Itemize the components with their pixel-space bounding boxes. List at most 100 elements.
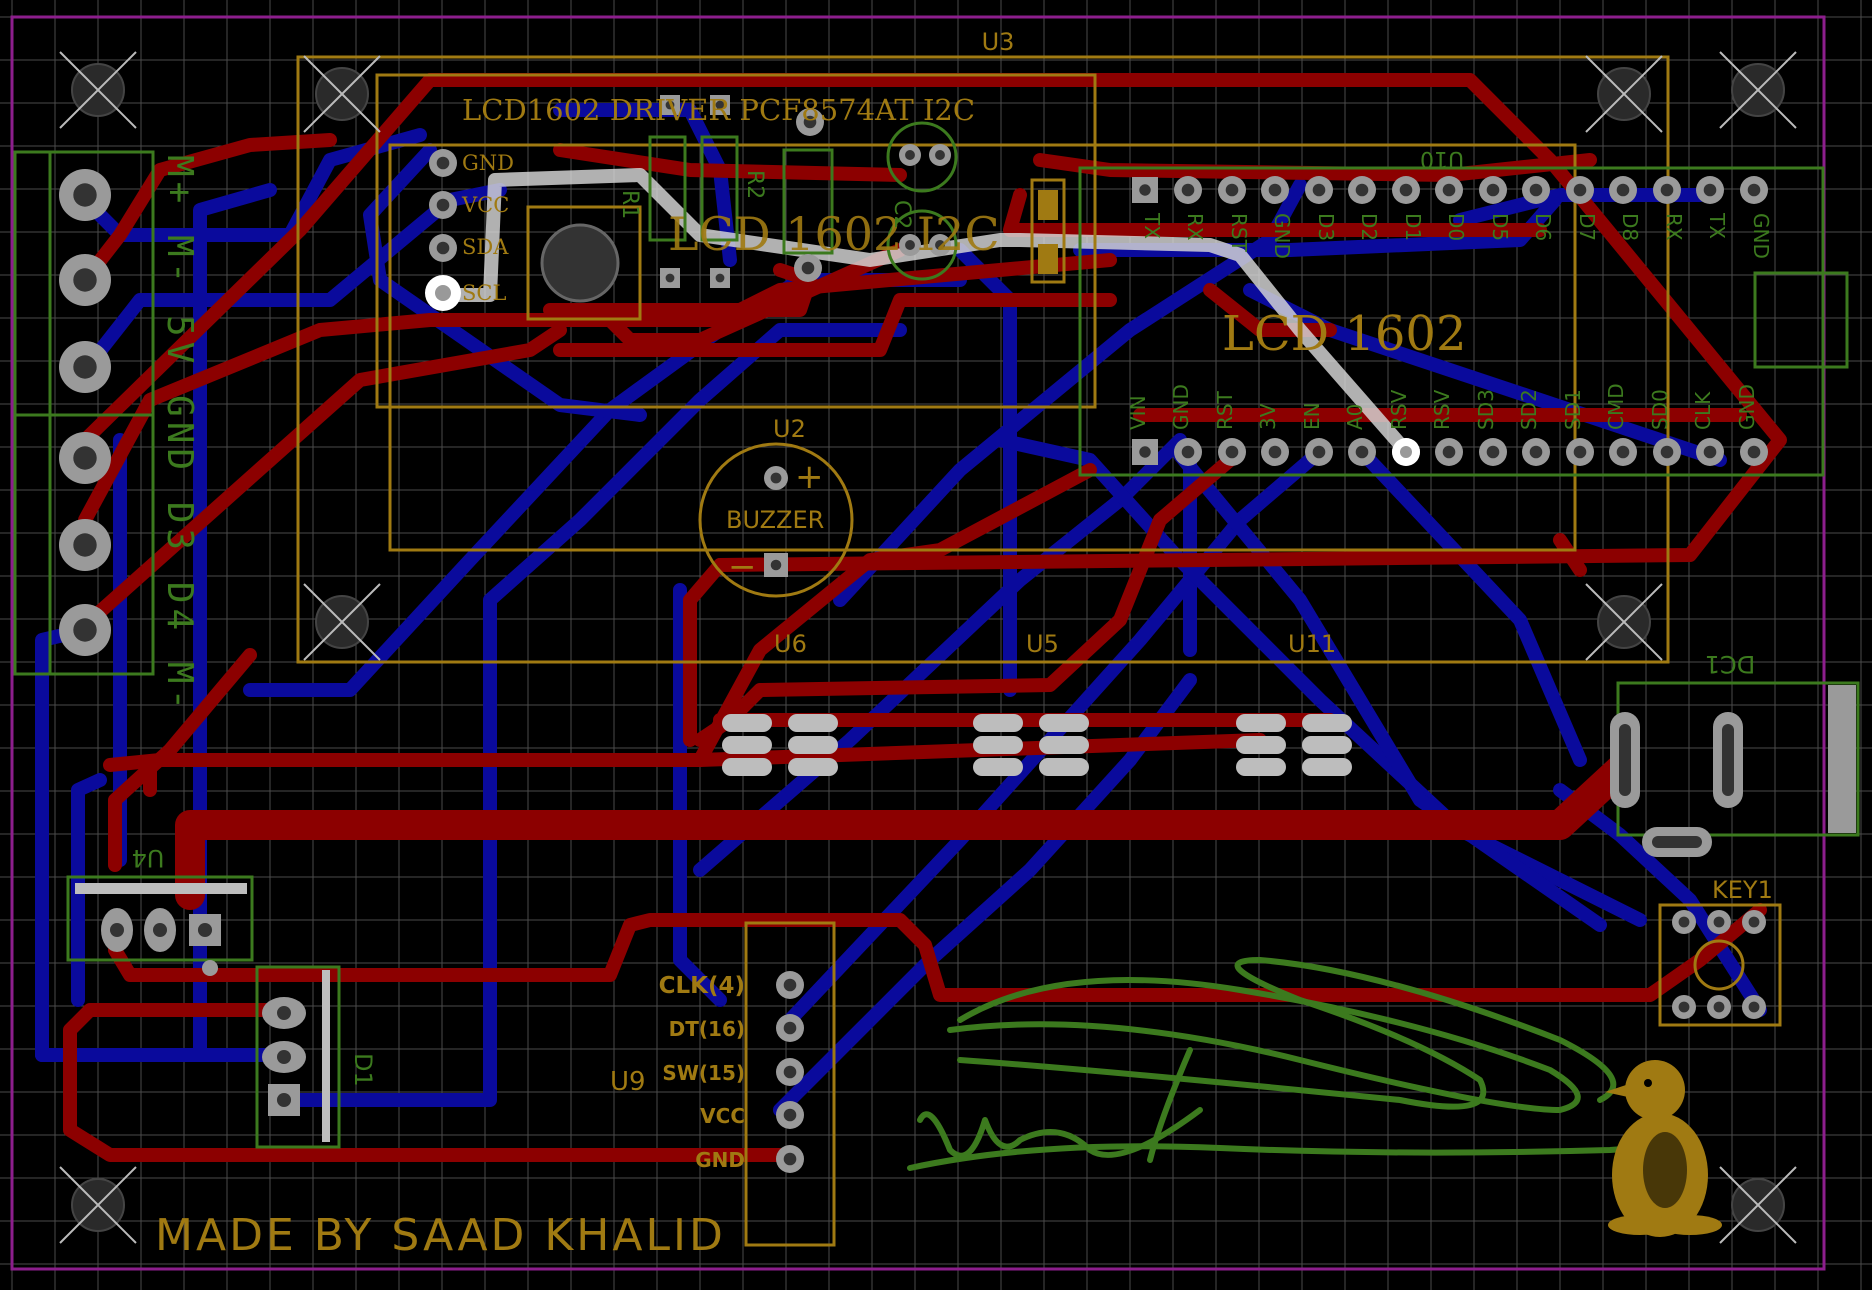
- terminal-pad[interactable]: [59, 341, 111, 393]
- d1-pad[interactable]: [262, 1041, 306, 1073]
- encoder-pad[interactable]: [776, 1145, 804, 1173]
- mcu-pin[interactable]: [1174, 176, 1202, 204]
- smd-pad[interactable]: [973, 736, 1023, 754]
- dc1-pad[interactable]: [1642, 827, 1712, 857]
- capacitor-pad[interactable]: [899, 234, 921, 256]
- trace[interactable]: [1353, 443, 1587, 767]
- buzzer-pad[interactable]: [764, 553, 788, 577]
- lcd-header-pad[interactable]: [429, 234, 457, 262]
- trace[interactable]: [1453, 188, 1707, 227]
- capacitor-pad[interactable]: [929, 234, 951, 256]
- smd-pad[interactable]: [722, 736, 772, 754]
- mcu-pin[interactable]: [1566, 176, 1594, 204]
- trace[interactable]: [78, 183, 507, 377]
- trace[interactable]: [673, 583, 727, 1007]
- smd-pad[interactable]: [1236, 736, 1286, 754]
- encoder-pad[interactable]: [776, 1014, 804, 1042]
- dc1-pad[interactable]: [1828, 685, 1856, 833]
- mcu-pin[interactable]: [1174, 438, 1202, 466]
- mcu-pin[interactable]: [1392, 176, 1420, 204]
- trace[interactable]: [1173, 448, 1607, 932]
- key1-pad[interactable]: [1707, 995, 1731, 1019]
- key1-pad[interactable]: [1672, 995, 1696, 1019]
- smd-pad[interactable]: [1039, 758, 1089, 776]
- trace[interactable]: [553, 293, 1117, 357]
- mcu-pin[interactable]: [1261, 438, 1289, 466]
- mcu-pin[interactable]: [1218, 438, 1246, 466]
- mcu-pin[interactable]: [1435, 438, 1463, 466]
- mcu-pin[interactable]: [1435, 176, 1463, 204]
- smd-pad[interactable]: [1236, 714, 1286, 732]
- capacitor-pad[interactable]: [929, 144, 951, 166]
- mcu-pin[interactable]: [1305, 438, 1333, 466]
- mcu-pin[interactable]: [1132, 177, 1158, 203]
- trace[interactable]: [553, 103, 737, 267]
- smd-pad[interactable]: [722, 758, 772, 776]
- terminal-pad[interactable]: [59, 254, 111, 306]
- key1-pad[interactable]: [1742, 910, 1766, 934]
- trace[interactable]: [1553, 533, 1587, 577]
- capacitor-pad[interactable]: [899, 144, 921, 166]
- smd-pad[interactable]: [788, 714, 838, 732]
- mcu-pin[interactable]: [1348, 176, 1376, 204]
- mcu-pin[interactable]: [1740, 438, 1768, 466]
- pushbutton[interactable]: [540, 223, 620, 303]
- mcu-pin[interactable]: [1305, 176, 1333, 204]
- trace[interactable]: [593, 243, 907, 347]
- mcu-pin[interactable]: [1218, 176, 1246, 204]
- trace[interactable]: [833, 178, 1307, 607]
- trace[interactable]: [78, 133, 337, 287]
- smd-pad[interactable]: [722, 714, 772, 732]
- key1-pad[interactable]: [1707, 910, 1731, 934]
- trace[interactable]: [63, 1003, 787, 1162]
- mcu-pin[interactable]: [1653, 438, 1681, 466]
- d1-pad[interactable]: [268, 1084, 300, 1116]
- resistor-pad[interactable]: [660, 268, 680, 288]
- smd-pad[interactable]: [788, 736, 838, 754]
- u4-pad[interactable]: [101, 908, 133, 952]
- mcu-pin[interactable]: [1522, 176, 1550, 204]
- mcu-pin[interactable]: [1522, 438, 1550, 466]
- dc1-pad[interactable]: [1610, 712, 1640, 808]
- trace[interactable]: [78, 323, 567, 632]
- encoder-pad[interactable]: [776, 1101, 804, 1129]
- buzzer-pad[interactable]: [764, 466, 788, 490]
- mcu-pin[interactable]: [1609, 176, 1637, 204]
- trace[interactable]: [683, 558, 727, 747]
- dc1-pad[interactable]: [1713, 712, 1743, 808]
- power-trace[interactable]: [175, 750, 1640, 910]
- mcu-pin[interactable]: [1609, 438, 1637, 466]
- mcu-pin[interactable]: [1696, 176, 1724, 204]
- trace[interactable]: [78, 73, 1787, 572]
- key1-pad[interactable]: [1742, 995, 1766, 1019]
- trace[interactable]: [693, 463, 1097, 767]
- terminal-pad[interactable]: [59, 169, 111, 221]
- pad[interactable]: [794, 254, 822, 282]
- trace[interactable]: [273, 323, 907, 1107]
- terminal-pad[interactable]: [59, 604, 111, 656]
- resistor-pad[interactable]: [660, 95, 680, 115]
- lcd-header-pad[interactable]: [429, 149, 457, 177]
- mcu-pin[interactable]: [1132, 439, 1158, 465]
- mcu-pin[interactable]: [1653, 176, 1681, 204]
- trace[interactable]: [553, 143, 907, 182]
- u4-pad[interactable]: [189, 914, 221, 946]
- smd-pad[interactable]: [1302, 736, 1352, 754]
- encoder-pad[interactable]: [776, 1058, 804, 1086]
- trace[interactable]: [108, 903, 1767, 1002]
- mcu-pin[interactable]: [1479, 176, 1507, 204]
- mcu-pin[interactable]: [1740, 176, 1768, 204]
- mcu-pin[interactable]: [1479, 438, 1507, 466]
- smd-pad[interactable]: [788, 758, 838, 776]
- resistor-pad[interactable]: [710, 268, 730, 288]
- smd-pad[interactable]: [973, 714, 1023, 732]
- lcd-header-pad[interactable]: [429, 191, 457, 219]
- smd-pad[interactable]: [1302, 758, 1352, 776]
- pad[interactable]: [796, 108, 824, 136]
- smd-pad[interactable]: [1039, 736, 1089, 754]
- trace[interactable]: [78, 253, 1117, 527]
- trace[interactable]: [1003, 188, 1547, 237]
- trace[interactable]: [71, 773, 107, 1007]
- mcu-pin[interactable]: [1696, 438, 1724, 466]
